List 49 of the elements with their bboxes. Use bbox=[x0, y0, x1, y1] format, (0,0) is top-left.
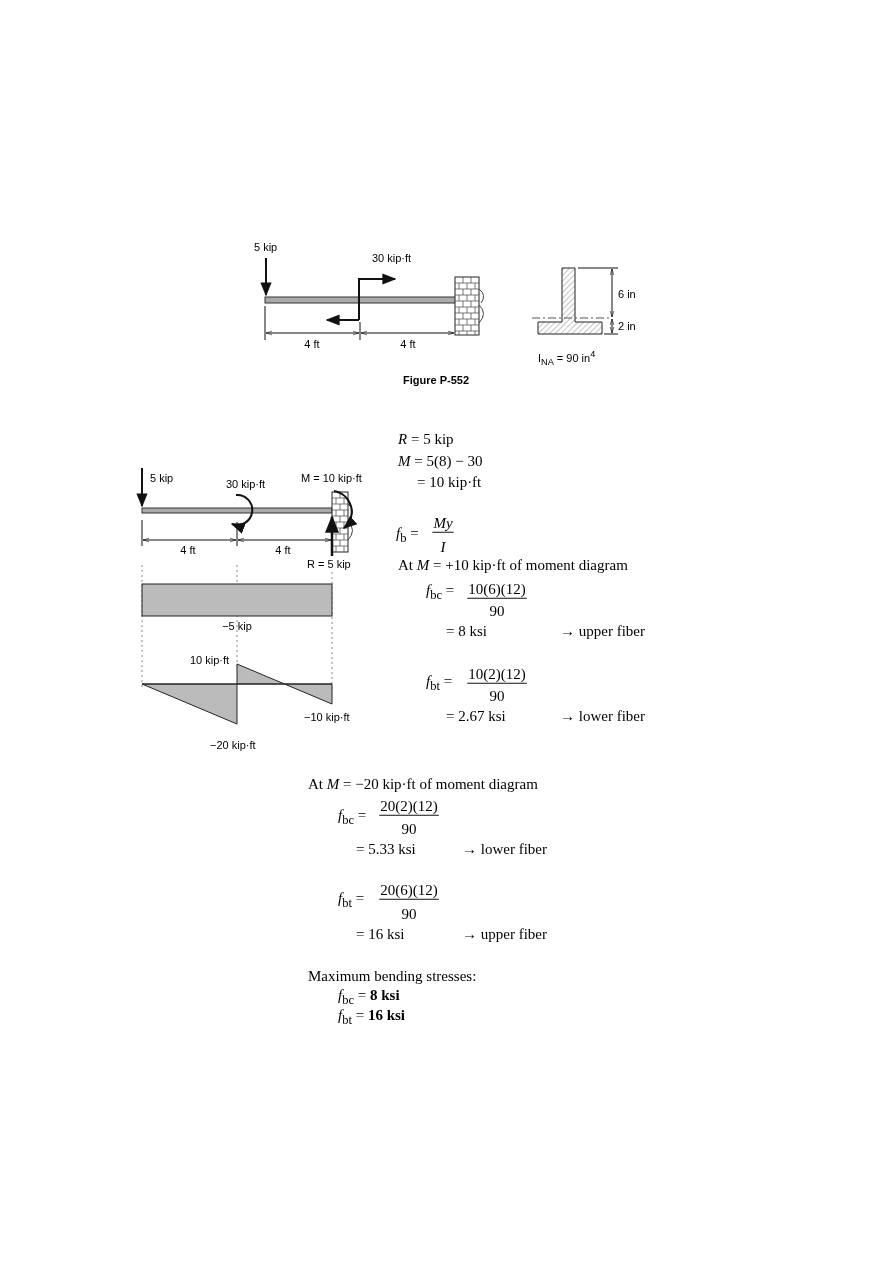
moment-label: M = 10 kip·ft bbox=[301, 471, 362, 485]
result-text: f$_{bc}$ = 8 ksi bbox=[338, 986, 400, 1008]
figure-caption: Figure P-552 bbox=[403, 373, 469, 387]
note-text: → upper fiber bbox=[462, 925, 547, 943]
result-text: f$_{bt}$ = 16 ksi bbox=[338, 1006, 405, 1028]
moment-label: 30 kip·ft bbox=[226, 477, 266, 491]
dimension-label: 4 ft bbox=[304, 337, 320, 351]
equation-text: f$_{bc}$ = bbox=[338, 806, 367, 828]
fraction-denominator: 90 bbox=[401, 905, 417, 923]
equation-text: f$_{b}$ = bbox=[396, 524, 419, 546]
result-text: = 2.67 ksi bbox=[446, 707, 506, 725]
reaction-label: R = 5 kip bbox=[307, 557, 351, 571]
moment-value-label: −20 kip·ft bbox=[210, 738, 256, 752]
fraction-numerator: 20(6)(12) bbox=[380, 881, 438, 899]
equation-text: f$_{bt}$ = bbox=[426, 672, 453, 694]
fraction-denominator: I bbox=[440, 538, 446, 556]
fraction-denominator: 90 bbox=[489, 687, 505, 705]
note-text: → lower fiber bbox=[560, 707, 645, 725]
result-text: = 8 ksi bbox=[446, 622, 487, 640]
dimension-label: 6 in bbox=[618, 287, 636, 301]
fraction-denominator: 90 bbox=[489, 602, 505, 620]
dimension-label: 4 ft bbox=[180, 543, 196, 557]
note-text: → upper fiber bbox=[560, 622, 645, 640]
force-label: 5 kip bbox=[254, 240, 278, 254]
equation-text: f$_{bc}$ = bbox=[426, 581, 455, 603]
heading-text: At M = −20 kip·ft of moment diagram bbox=[308, 775, 538, 793]
moment-label: 30 kip·ft bbox=[372, 251, 412, 265]
heading-text: Maximum bending stresses: bbox=[308, 967, 477, 985]
moment-value-label: −10 kip·ft bbox=[304, 710, 350, 724]
equation-text: f$_{bt}$ = bbox=[338, 889, 365, 911]
moment-value-label: 10 kip·ft bbox=[190, 653, 230, 667]
fraction-numerator: 10(6)(12) bbox=[468, 580, 526, 598]
result-text: = 16 ksi bbox=[356, 925, 405, 943]
equation-text: R = 5 kip bbox=[398, 430, 454, 448]
equation-text: = 10 kip·ft bbox=[417, 473, 482, 491]
fraction-numerator: 10(2)(12) bbox=[468, 665, 526, 683]
dimension-label: 4 ft bbox=[400, 337, 416, 351]
fraction-numerator: 20(2)(12) bbox=[380, 797, 438, 815]
force-label: 5 kip bbox=[150, 471, 174, 485]
fraction-denominator: 90 bbox=[401, 820, 417, 838]
dimension-label: 2 in bbox=[618, 319, 636, 333]
equation-text: M = 5(8) − 30 bbox=[398, 452, 483, 470]
heading-text: At M = +10 kip·ft of moment diagram bbox=[398, 556, 628, 574]
fraction-numerator: My bbox=[433, 514, 453, 532]
result-text: = 5.33 ksi bbox=[356, 840, 416, 858]
shear-value-label: −5 kip bbox=[222, 619, 252, 633]
note-text: → lower fiber bbox=[462, 840, 547, 858]
section-property-label: I$_{NA}$ = 90 in$^{4}$ bbox=[538, 349, 596, 367]
dimension-label: 4 ft bbox=[275, 543, 291, 557]
